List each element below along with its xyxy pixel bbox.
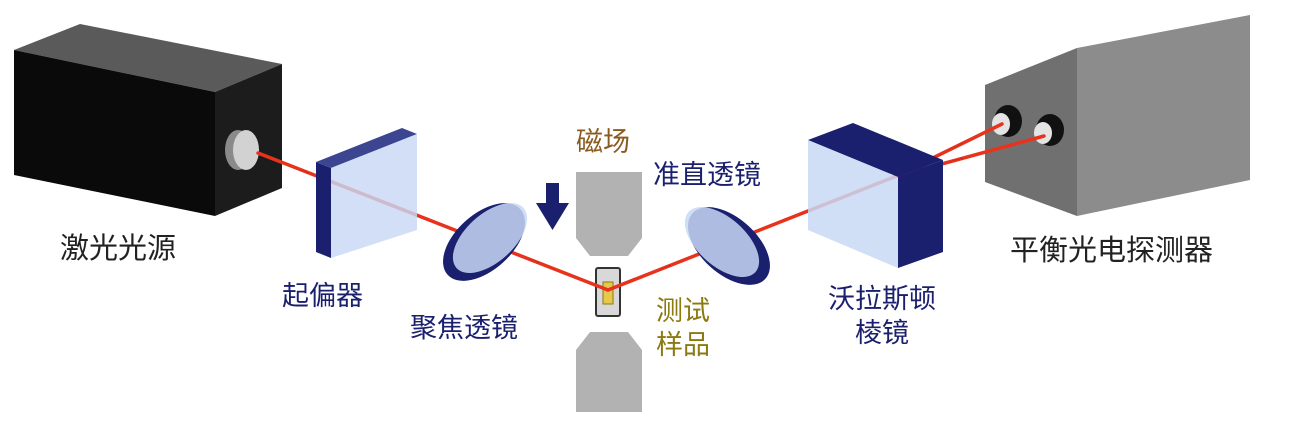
detector-port-1 (992, 105, 1022, 137)
label-test-sample-line2: 样品 (656, 330, 710, 361)
arrowhead-icon (949, 158, 963, 162)
arrowhead-icon (949, 143, 963, 150)
label-collimating-lens: 准直透镜 (653, 160, 761, 191)
down-arrow-icon (536, 183, 569, 230)
balanced-detector (985, 15, 1250, 216)
magnet-upper (576, 172, 642, 256)
label-wollaston-line2: 棱镜 (855, 318, 909, 349)
test-sample (595, 267, 621, 317)
label-laser-source: 激光光源 (60, 231, 177, 265)
label-wollaston-line1: 沃拉斯顿 (828, 284, 936, 315)
label-magnetic-field: 磁场 (576, 127, 630, 158)
polarizer (316, 128, 417, 258)
magnet-lower (576, 332, 642, 412)
focusing-lens (443, 203, 528, 281)
beam-direction-arrows (299, 143, 963, 270)
wollaston-prism (808, 123, 943, 268)
arrowhead-icon (527, 258, 539, 263)
label-focusing-lens: 聚焦透镜 (410, 313, 518, 344)
laser-source (14, 24, 282, 216)
collimating-lens (684, 207, 770, 285)
laser-aperture (225, 130, 259, 170)
arrowhead-icon (659, 265, 671, 270)
arrowhead-icon (299, 169, 309, 173)
label-test-sample-line1: 测试 (656, 296, 710, 327)
label-polarizer: 起偏器 (282, 281, 363, 312)
label-balanced-detector: 平衡光电探测器 (1010, 233, 1214, 267)
